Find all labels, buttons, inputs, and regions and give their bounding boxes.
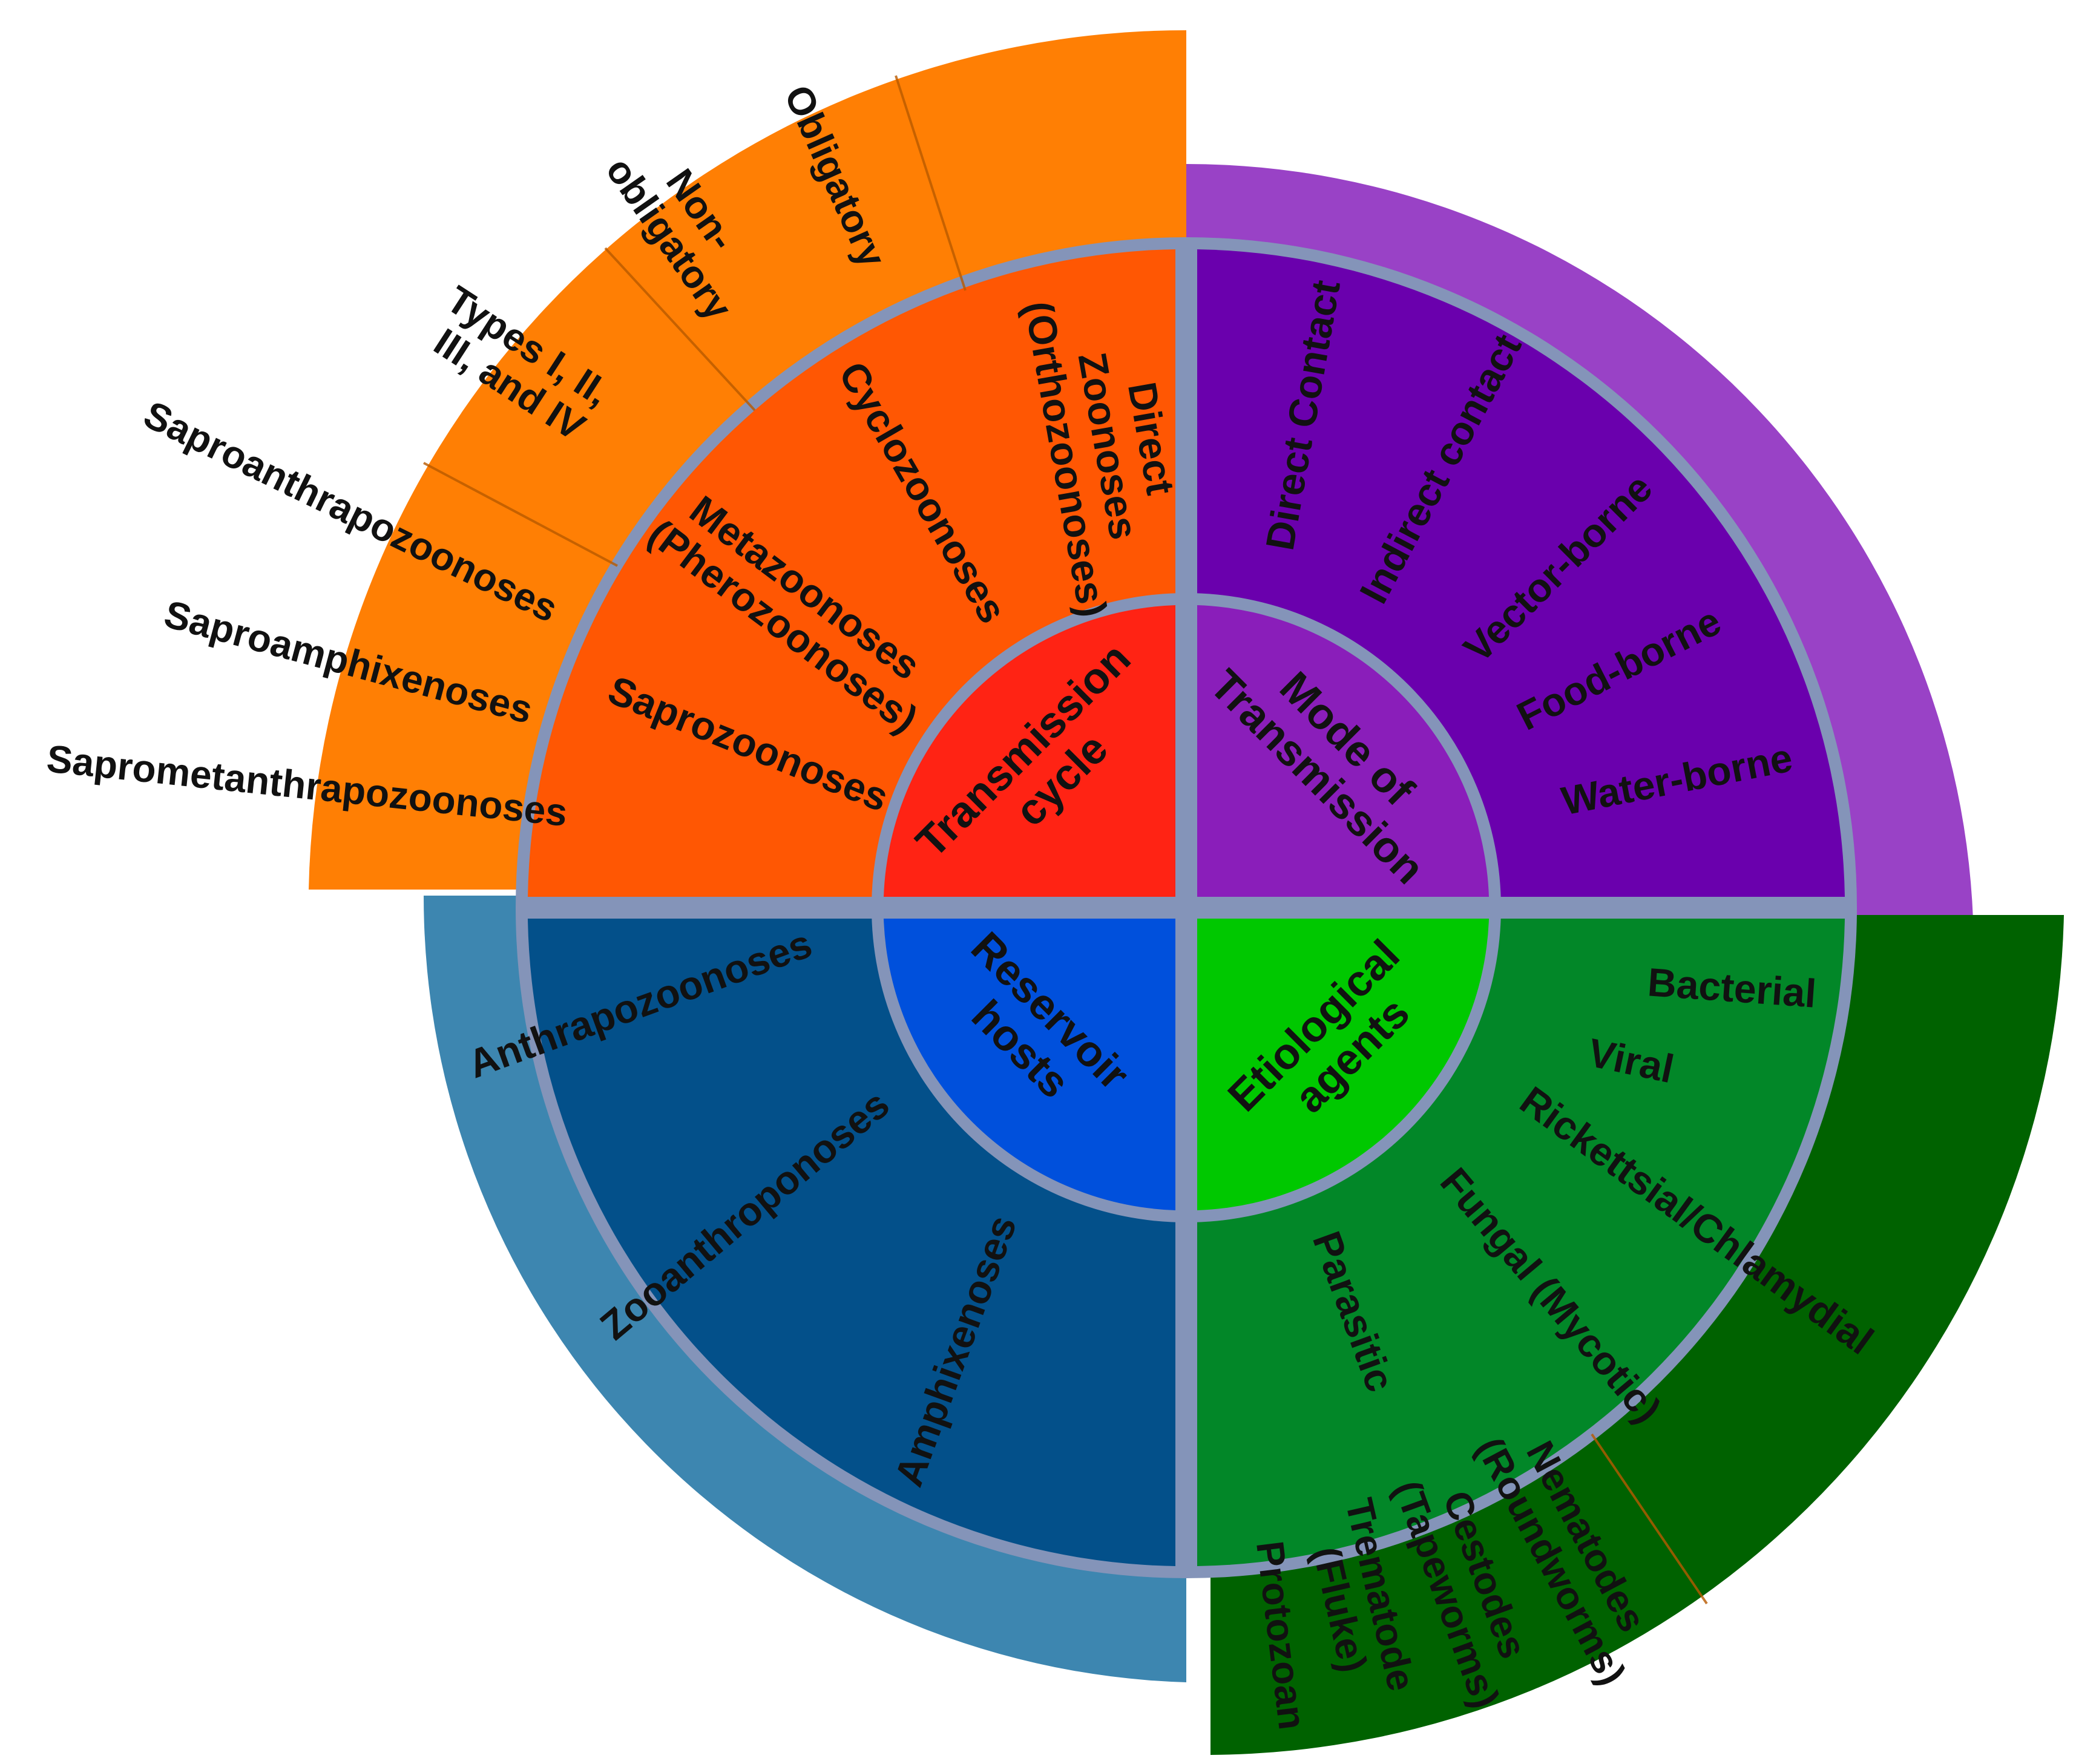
hub-quadrants <box>884 605 1489 1210</box>
etiological-hub <box>1197 919 1489 1210</box>
transmission-hub <box>884 605 1175 897</box>
reservoir-hub <box>884 919 1175 1210</box>
hub-separator <box>872 593 1501 1222</box>
mode-hub <box>1197 605 1489 897</box>
outer-band-dividers <box>423 75 1708 1605</box>
